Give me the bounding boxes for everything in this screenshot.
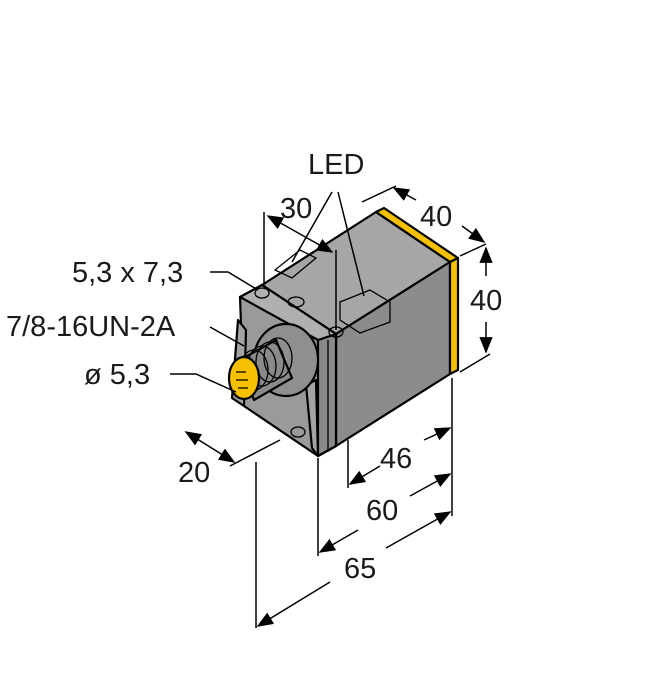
led-window-right xyxy=(339,289,391,334)
dim-65: 65 xyxy=(344,553,376,585)
dim-40-height: 40 xyxy=(470,285,502,317)
label-slot: 5,3 x 7,3 xyxy=(72,257,183,289)
dim-60: 60 xyxy=(366,495,398,527)
connector-housing xyxy=(227,283,344,458)
slot-screw-bottom xyxy=(290,426,306,438)
threaded-connector xyxy=(227,337,294,402)
sensor-body xyxy=(260,206,460,448)
slot-screw-top-left xyxy=(254,287,270,299)
dimension-lines xyxy=(170,185,493,628)
dim-20: 20 xyxy=(178,457,210,489)
dim-30: 30 xyxy=(280,193,312,225)
led-window-left xyxy=(273,249,318,279)
label-led: LED xyxy=(308,149,364,181)
label-thread: 7/8-16UN-2A xyxy=(6,311,176,343)
label-hole: ø 5,3 xyxy=(84,359,150,391)
dim-40-depth: 40 xyxy=(420,201,452,233)
connector-pin-face xyxy=(227,355,261,401)
hole-top-center xyxy=(287,296,305,308)
dim-46: 46 xyxy=(380,443,412,475)
